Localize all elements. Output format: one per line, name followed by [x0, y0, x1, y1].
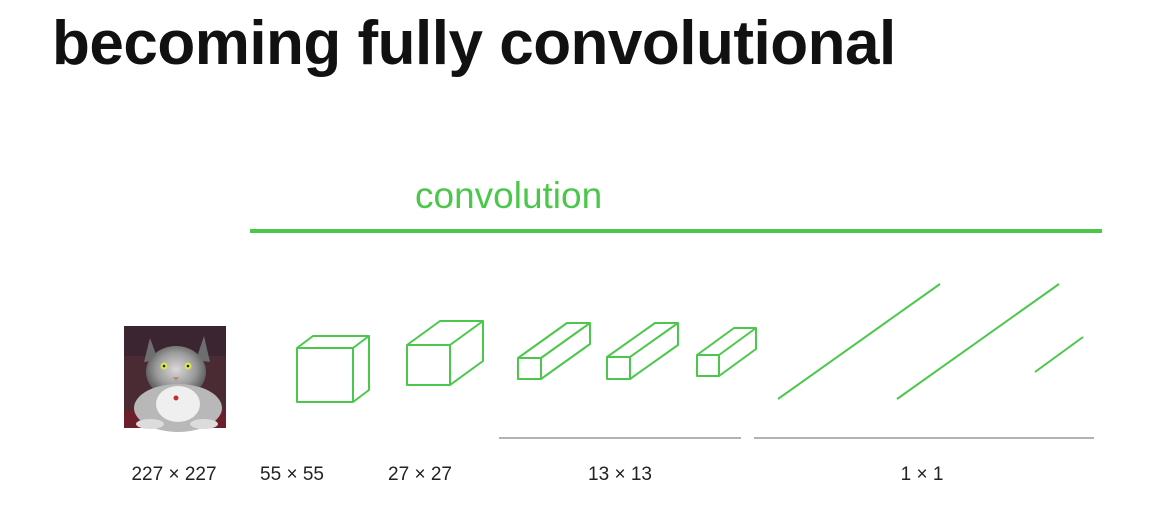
fc-layer-2	[896, 283, 1060, 400]
input-cat-image	[124, 326, 226, 432]
size-label-input: 227 × 227	[131, 464, 217, 485]
volume-55x55	[296, 335, 370, 403]
size-label-fc: 1 × 1	[900, 464, 944, 485]
size-label-conv1: 55 × 55	[260, 464, 324, 485]
convolution-label: convolution	[415, 175, 603, 216]
volume-13x13-2	[606, 322, 679, 380]
fc-layer-3	[1034, 336, 1084, 373]
slide-title: becoming fully convolutional	[52, 9, 896, 78]
size-label-conv2: 27 × 27	[388, 464, 452, 485]
size-label-conv3-5: 13 × 13	[588, 464, 652, 485]
volume-13x13-3	[696, 327, 757, 377]
fc-layer-1	[777, 283, 941, 400]
volume-13x13-1	[517, 322, 591, 380]
volume-27x27	[406, 320, 484, 386]
convolution-bar	[250, 229, 1102, 233]
